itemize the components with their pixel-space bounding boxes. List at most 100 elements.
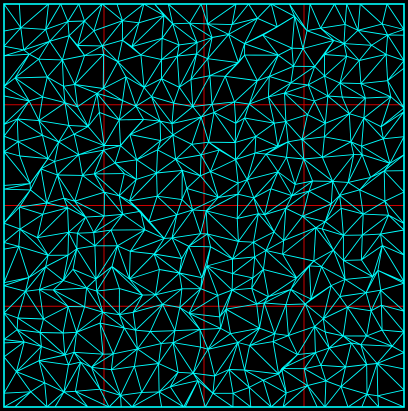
mesh-edge [251, 277, 254, 289]
mesh-edge [73, 332, 78, 353]
mesh-edge [129, 253, 155, 280]
mesh-edge [49, 41, 63, 61]
mesh-edge [76, 233, 78, 249]
mesh-edge [188, 246, 203, 278]
mesh-edge [206, 265, 219, 296]
mesh-edge [3, 27, 21, 32]
mesh-edge [321, 157, 334, 182]
mesh-edge [209, 149, 220, 172]
mesh-edge [19, 207, 21, 230]
mesh-edge [339, 296, 348, 308]
mesh-edge [47, 141, 60, 159]
mesh-edge [325, 113, 350, 124]
mesh-edge [87, 93, 98, 127]
mesh-edge [370, 310, 383, 331]
mesh-edge [93, 213, 124, 233]
mesh-edge [350, 342, 368, 365]
mesh-edge [236, 218, 239, 242]
mesh-edge [150, 330, 175, 332]
mesh-edge [347, 306, 372, 312]
mesh-edge [333, 39, 345, 45]
mesh-edge [301, 139, 323, 158]
mesh-edge [361, 117, 365, 147]
mesh-edge [207, 37, 213, 59]
mesh-edge [16, 371, 45, 384]
mesh-edge [325, 366, 346, 382]
mesh-edge [68, 20, 85, 37]
mesh-edge [67, 3, 80, 22]
mesh-edge [170, 380, 198, 388]
mesh-edge [119, 288, 143, 296]
mesh-edge [62, 248, 78, 281]
mesh-edge [231, 3, 237, 25]
mesh-edge [68, 124, 89, 127]
mesh-edge [46, 197, 65, 204]
mesh-edge [208, 141, 236, 160]
mesh-edge [141, 391, 160, 393]
mesh-edge [82, 175, 105, 193]
mesh-edge [154, 253, 182, 259]
mesh-edge [274, 304, 287, 334]
mesh-edge [161, 44, 180, 60]
mesh-edge [363, 213, 389, 216]
mesh-edge [323, 306, 348, 320]
mesh-edge [118, 173, 125, 196]
mesh-edge [155, 269, 160, 295]
mesh-edge [99, 312, 104, 324]
mesh-edge [264, 207, 286, 216]
mesh-edge [149, 304, 164, 332]
mesh-edge [159, 120, 174, 136]
mesh-edge [214, 342, 239, 377]
mesh-edge [189, 22, 208, 25]
mesh-edge [330, 278, 346, 287]
mesh-edge [3, 290, 26, 314]
mesh-edge [178, 272, 183, 289]
mesh-edge [381, 304, 405, 312]
mesh-edge [84, 3, 103, 22]
mesh-edge [361, 259, 374, 277]
mesh-edge [179, 42, 198, 46]
mesh-edge [244, 369, 264, 381]
mesh-edge [314, 66, 325, 77]
mesh-edge [238, 240, 254, 243]
mesh-edge [101, 20, 123, 47]
mesh-edge [324, 380, 327, 408]
mesh-edge [207, 23, 229, 35]
mesh-edge [64, 102, 78, 108]
mesh-edge [359, 177, 371, 191]
mesh-edge [192, 75, 211, 107]
mesh-edge [110, 214, 124, 231]
mesh-edge [207, 233, 233, 260]
mesh-edge [285, 303, 306, 306]
mesh-edge [267, 76, 270, 98]
mesh-edge [324, 221, 344, 236]
mesh-edge [64, 102, 89, 127]
mesh-edge [238, 213, 259, 242]
mesh-edge [244, 369, 279, 375]
mesh-edge [67, 306, 78, 333]
mesh-edge [205, 210, 239, 242]
mesh-edge [96, 266, 113, 292]
mesh-edge [253, 188, 272, 199]
mesh-edge [78, 149, 104, 156]
mesh-edge [46, 174, 58, 204]
mesh-edge [287, 335, 298, 355]
mesh-edge [110, 353, 114, 370]
mesh-edge [162, 288, 183, 305]
mesh-edge [99, 111, 120, 121]
mesh-edge [332, 180, 349, 183]
mesh-edge [157, 149, 176, 160]
mesh-edge [370, 290, 382, 311]
mesh-edge [380, 96, 392, 127]
mesh-edge [172, 134, 192, 145]
mesh-edge [254, 136, 257, 154]
mesh-edge [284, 84, 309, 94]
mesh-edge [339, 56, 348, 84]
mesh-edge [136, 172, 157, 180]
mesh-edge [151, 78, 162, 97]
mesh-edge [137, 331, 151, 350]
mesh-edge [72, 268, 97, 280]
mesh-edge [64, 354, 69, 365]
